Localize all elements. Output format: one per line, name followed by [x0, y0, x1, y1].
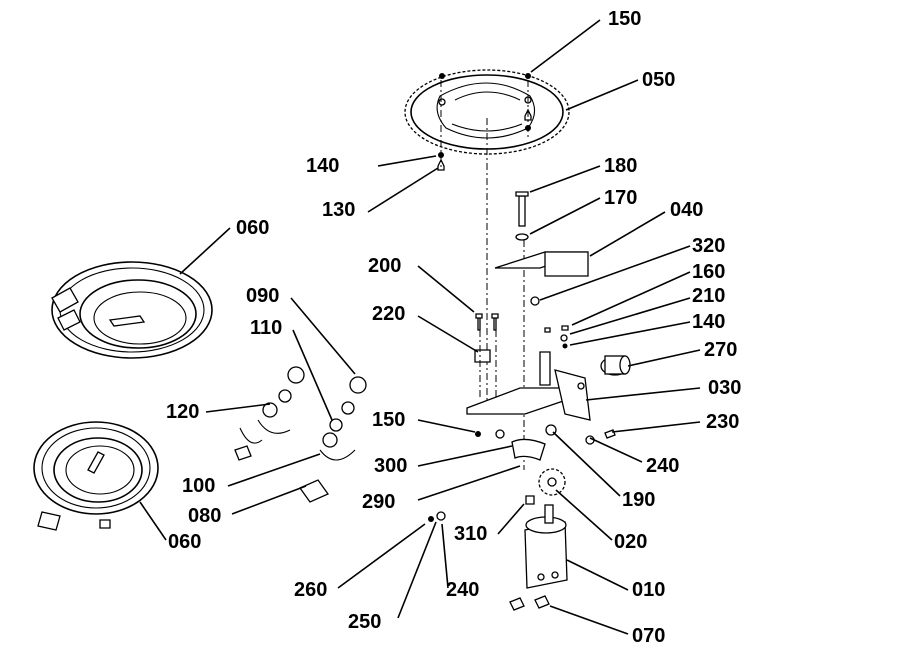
- callout-130: 130: [322, 199, 356, 221]
- callout-050: 050: [642, 69, 676, 91]
- bracket-040: [494, 251, 589, 277]
- callout-310: 310: [454, 523, 488, 545]
- bolt-180: [515, 191, 529, 241]
- callout-010: 010: [632, 579, 666, 601]
- callout-080: 080: [188, 505, 222, 527]
- callout-210: 210: [692, 285, 726, 307]
- capacitor-270: [600, 355, 631, 376]
- wire-harness-060-upper: [51, 261, 213, 359]
- callout-230: 230: [706, 411, 740, 433]
- callout-300: 300: [374, 455, 408, 477]
- callout-040: 040: [670, 199, 704, 221]
- small-bolts: [475, 296, 569, 349]
- callout-100: 100: [182, 475, 216, 497]
- callout-200: 160: [692, 261, 726, 283]
- callout-150-mid: 150: [372, 409, 406, 431]
- callout-240-lower: 240: [446, 579, 480, 601]
- callout-060-lower: 060: [168, 531, 202, 553]
- callout-170: 170: [604, 187, 638, 209]
- callout-240-right: 240: [646, 455, 680, 477]
- leader-lines: [139, 19, 701, 635]
- callout-190: 190: [622, 489, 656, 511]
- wire-harness-060-lower: [33, 421, 159, 531]
- callout-150-top: 150: [608, 8, 642, 30]
- pinion-020: [538, 468, 566, 496]
- callout-120: 120: [166, 401, 200, 423]
- callout-260: 260: [294, 579, 328, 601]
- clip-300: [511, 438, 546, 461]
- callout-060-upper: 060: [236, 217, 270, 239]
- callout-090: 090: [246, 285, 280, 307]
- callout-320: 320: [692, 235, 726, 257]
- switch-assembly: [234, 366, 367, 503]
- callout-270: 270: [704, 339, 738, 361]
- callout-140-right: 140: [692, 311, 726, 333]
- mounting-plate-030: [466, 349, 595, 445]
- motor-010: [524, 504, 568, 589]
- callout-180: 180: [604, 155, 638, 177]
- callout-030: 030: [708, 377, 742, 399]
- callout-020: 020: [614, 531, 648, 553]
- callout-220: 220: [372, 303, 406, 325]
- callout-160: 200: [368, 255, 402, 277]
- callout-250: 250: [348, 611, 382, 633]
- callout-140-top: 140: [306, 155, 340, 177]
- callout-290: 290: [362, 491, 396, 513]
- callout-110: 110: [250, 317, 283, 339]
- callout-070: 070: [632, 625, 666, 647]
